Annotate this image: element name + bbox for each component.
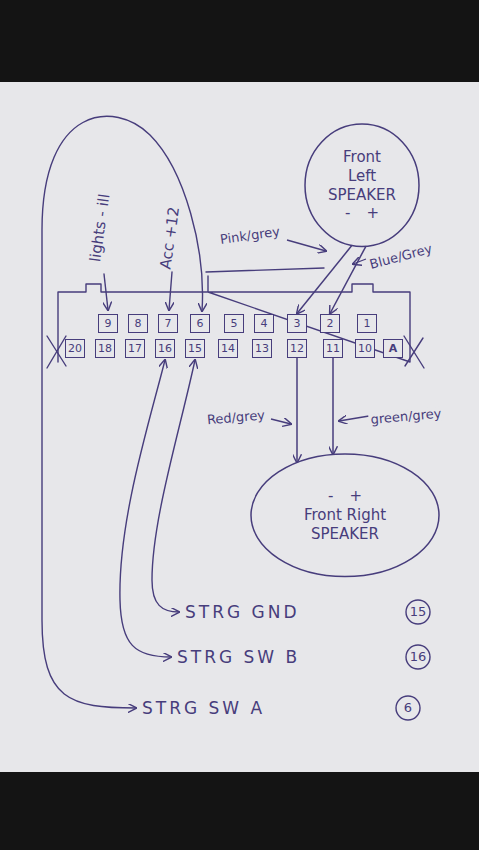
leader-line bbox=[206, 268, 324, 272]
leader-curve bbox=[120, 360, 171, 657]
number-circle bbox=[406, 645, 430, 669]
pin-number: 6 bbox=[197, 318, 204, 329]
wire-color: Pink/grey bbox=[217, 224, 283, 247]
pin-number: 5 bbox=[231, 318, 238, 329]
pin-cell: 8 bbox=[128, 314, 148, 333]
polarity-mark: - bbox=[328, 487, 333, 506]
pin-number: 8 bbox=[135, 318, 142, 329]
wire-color: Red/grey bbox=[204, 408, 267, 428]
pin-cell: 18 bbox=[95, 339, 115, 358]
wire-color: Blue/Grey bbox=[366, 241, 435, 272]
pin-cell: 6 bbox=[190, 314, 210, 333]
pin-number: 1 bbox=[364, 318, 371, 329]
speaker-name: Front Right SPEAKER bbox=[298, 506, 393, 544]
connector-housing bbox=[58, 276, 410, 362]
pin-cell: 3 bbox=[287, 314, 307, 333]
speaker-wire bbox=[330, 246, 366, 313]
pin-cell: 10 bbox=[355, 339, 375, 358]
signal-name: STRG GND bbox=[185, 603, 300, 622]
speaker-wire bbox=[296, 358, 298, 463]
pin-number: 16 bbox=[158, 343, 172, 354]
pin-cell: 14 bbox=[218, 339, 238, 358]
text-row: Front Right SPEAKER bbox=[298, 506, 393, 544]
speaker-wire bbox=[297, 245, 352, 313]
pin-cell: 7 bbox=[158, 314, 178, 333]
pin-number: 13 bbox=[255, 343, 269, 354]
pin-cell: 16 bbox=[155, 339, 175, 358]
polarity-mark: - bbox=[345, 204, 350, 223]
speaker-wire bbox=[332, 358, 334, 455]
pin-number: 2 bbox=[327, 318, 334, 329]
pin-number: 14 bbox=[221, 343, 235, 354]
text-row: Front Left SPEAKER bbox=[328, 148, 396, 204]
callout-number: 6 bbox=[404, 701, 412, 715]
pin-function: Acc +12 bbox=[157, 206, 182, 271]
leader-arrow bbox=[169, 272, 172, 310]
pin-number: 12 bbox=[290, 343, 304, 354]
pin-cell: 1 bbox=[357, 314, 377, 333]
pin-cell: 2 bbox=[320, 314, 340, 333]
pin-cell: A bbox=[383, 339, 403, 358]
speaker-ellipse: Front Left SPEAKER-+ bbox=[304, 123, 420, 248]
pin-number: 4 bbox=[261, 318, 268, 329]
speaker-name: Front Left SPEAKER bbox=[328, 148, 396, 204]
pin-cell: 13 bbox=[252, 339, 272, 358]
leader-arrow bbox=[104, 274, 108, 310]
pointer-arrow bbox=[353, 259, 366, 264]
speaker-outline bbox=[251, 454, 439, 577]
signal-name: STRG SW B bbox=[177, 648, 300, 667]
pin-number: 20 bbox=[68, 343, 82, 354]
pin-number: 18 bbox=[98, 343, 112, 354]
speaker-ellipse: -+Front Right SPEAKER bbox=[250, 453, 440, 578]
pin-cell: 4 bbox=[254, 314, 274, 333]
scribble-mark bbox=[404, 336, 424, 368]
callout-number: 15 bbox=[410, 605, 427, 619]
pointer-arrow bbox=[287, 240, 326, 251]
signal-name: STRG SW A bbox=[142, 699, 265, 718]
speaker-label-group: Front Left SPEAKER-+ bbox=[328, 148, 396, 223]
pin-cell: 11 bbox=[323, 339, 343, 358]
leader-loop bbox=[42, 116, 202, 708]
scribble-mark bbox=[47, 336, 66, 368]
pin-number: 7 bbox=[165, 318, 172, 329]
callout-number: 16 bbox=[410, 650, 427, 664]
wire-color: green/grey bbox=[368, 407, 444, 428]
pointer-arrow bbox=[271, 419, 291, 424]
number-circle bbox=[396, 696, 420, 720]
polarity-mark: + bbox=[349, 487, 362, 506]
speaker-label-group: -+Front Right SPEAKER bbox=[298, 487, 393, 543]
pin-number: 15 bbox=[188, 343, 202, 354]
pin-cell: 9 bbox=[98, 314, 118, 333]
speaker-outline bbox=[305, 124, 419, 247]
number-circle bbox=[406, 600, 430, 624]
pin-cell: 15 bbox=[185, 339, 205, 358]
pin-number: 17 bbox=[128, 343, 142, 354]
pin-number: 10 bbox=[358, 343, 372, 354]
pin-cell: 17 bbox=[125, 339, 145, 358]
text-row: -+ bbox=[328, 487, 362, 506]
pin-cell: 5 bbox=[224, 314, 244, 333]
pin-number: 9 bbox=[105, 318, 112, 329]
paper-sheet bbox=[0, 82, 479, 772]
pointer-arrow bbox=[339, 416, 369, 421]
pin-cell: 12 bbox=[287, 339, 307, 358]
text-row: -+ bbox=[345, 204, 379, 223]
polarity-mark: + bbox=[366, 204, 379, 223]
pin-function: lights - ill bbox=[87, 193, 113, 263]
pin-number: A bbox=[389, 343, 398, 354]
leader-curve bbox=[152, 360, 195, 612]
pin-number: 3 bbox=[294, 318, 301, 329]
pin-cell: 20 bbox=[65, 339, 85, 358]
pin-number: 11 bbox=[326, 343, 340, 354]
